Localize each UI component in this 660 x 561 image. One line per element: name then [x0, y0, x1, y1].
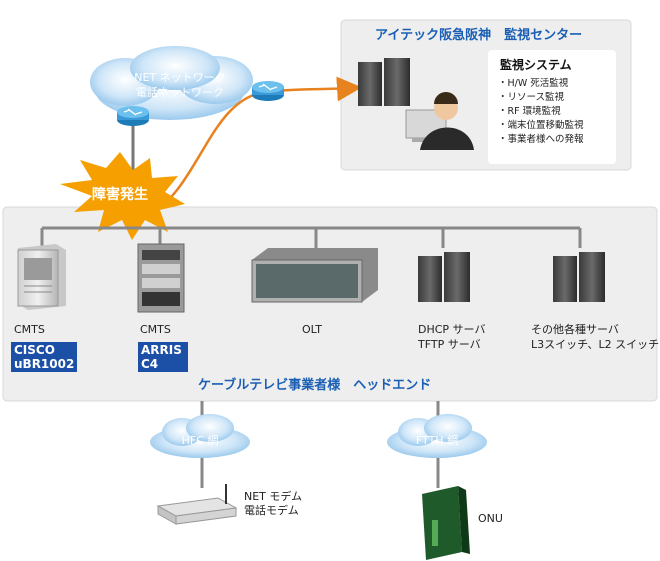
badge-line: CISCO: [14, 343, 55, 357]
arris-badge: ARRIS C4: [138, 342, 188, 372]
badge-line: C4: [141, 357, 159, 371]
router-icon: [117, 106, 149, 126]
device-label: DHCP サーバ: [418, 323, 486, 336]
failure-burst: [60, 152, 185, 240]
hfc-cloud-label: HFC 網: [181, 434, 219, 447]
monitoring-system-box: 監視システム ・H/W 死活監視 ・リソース監視 ・RF 環境監視 ・端末位置移…: [488, 50, 616, 164]
headend-title: ケーブルテレビ事業者様 ヘッドエンド: [198, 378, 432, 393]
system-item: ・RF 環境監視: [498, 106, 561, 117]
other-server-icon: [553, 252, 605, 302]
onu-label: ONU: [478, 512, 503, 525]
badge-line: uBR1002: [14, 357, 75, 371]
device-label: CMTS: [140, 323, 171, 336]
system-list: ・H/W 死活監視 ・リソース監視 ・RF 環境監視 ・端末位置移動監視 ・事業…: [488, 77, 616, 147]
alert-arrow: [149, 76, 362, 217]
operator-icon: [405, 92, 474, 150]
device-label: OLT: [302, 323, 322, 336]
device-label-2: L3スイッチ、L2 スイッチ: [531, 338, 660, 351]
cisco-badge: CISCO uBR1002: [11, 342, 78, 372]
system-item: ・事業者様への発報: [498, 134, 584, 145]
device-label-2: TFTP サーバ: [418, 338, 481, 351]
system-title: 監視システム: [500, 58, 572, 72]
center-server-icon: [358, 58, 410, 106]
device-label: その他各種サーバ: [531, 323, 619, 336]
modem-label-2: 電話モデム: [244, 504, 299, 517]
center-title: アイテック阪急阪神 監視センター: [375, 28, 583, 43]
hfc-cloud: [150, 414, 250, 458]
cloud-line1: NET ネットワーク: [134, 71, 226, 84]
onu-icon: [422, 486, 470, 560]
badge-line: ARRIS: [141, 343, 182, 357]
failure-label: 障害発生: [92, 187, 148, 203]
ftth-cloud: [387, 414, 487, 458]
cloud-line2: 電話ネットワーク: [136, 86, 224, 99]
cmts-cisco-icon: [17, 244, 66, 310]
router-icon: [252, 81, 284, 101]
modem-label: NET モデム: [244, 490, 303, 503]
device-label: CMTS: [14, 323, 45, 336]
ftth-cloud-label: FTTH 網: [415, 434, 459, 447]
olt-icon: [251, 248, 378, 303]
system-item: ・リソース監視: [498, 92, 565, 103]
top-network-cloud: [90, 46, 253, 120]
cmts-arris-icon: [137, 243, 185, 313]
system-item: ・端末位置移動監視: [498, 120, 584, 131]
modem-icon: [156, 484, 238, 525]
dhcp-server-icon: [418, 252, 470, 302]
top-cloud-label: NET ネットワーク 電話ネットワーク: [128, 70, 232, 100]
headend-panel: [2, 206, 658, 402]
system-item: ・H/W 死活監視: [498, 78, 569, 89]
